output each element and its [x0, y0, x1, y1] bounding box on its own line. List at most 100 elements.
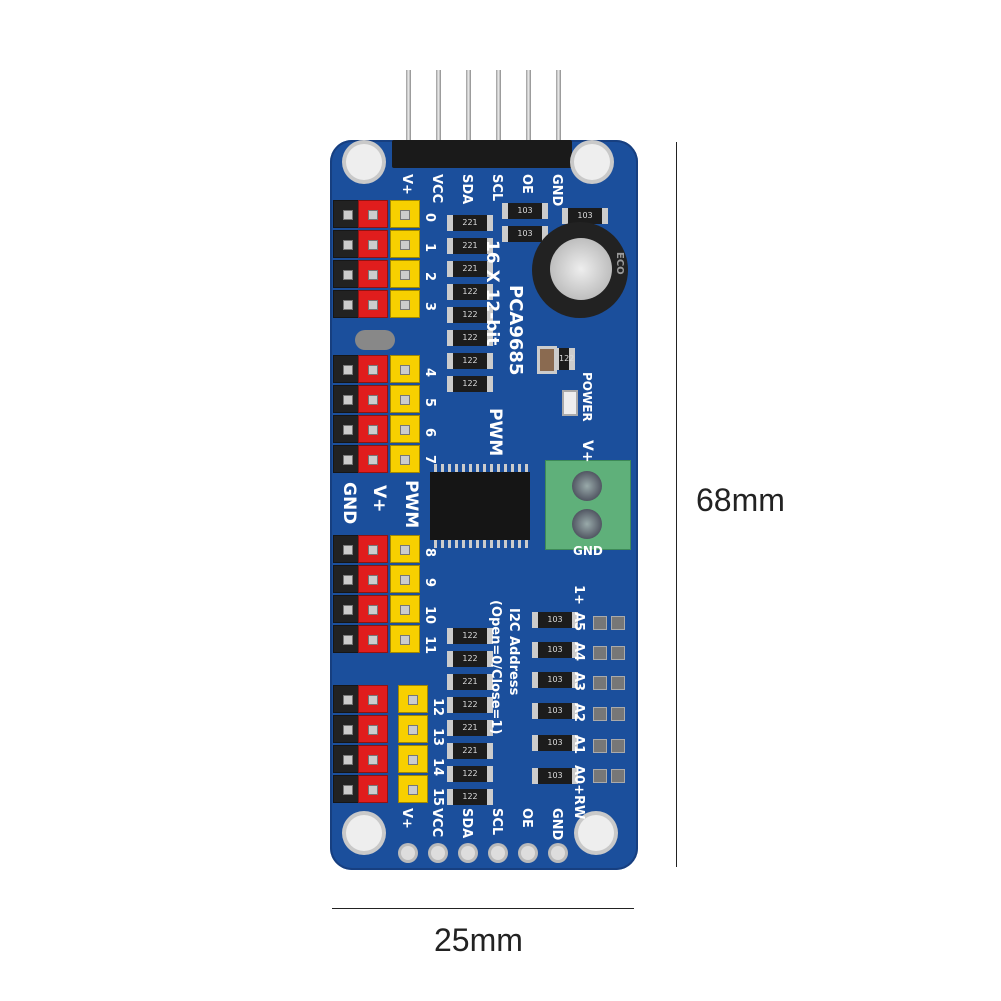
channel-number: 2: [422, 272, 437, 282]
servo-header-pwm-pin: [390, 200, 420, 228]
bottom-pin-label: VCC: [429, 808, 444, 838]
channel-number: 0: [422, 213, 437, 223]
i2c-address-hint: (Open=0/Close=1): [488, 600, 503, 735]
mounting-hole: [574, 144, 610, 180]
smd-resistor: 122: [447, 376, 493, 392]
capacitor-marking: ECO: [614, 252, 625, 275]
servo-header-vplus-pin: [358, 290, 388, 318]
top-pin-header: [392, 140, 572, 168]
chip-name-label: PCA9685: [505, 285, 526, 376]
smd-resistor: 122: [447, 628, 493, 644]
servo-header-pwm-pin: [390, 625, 420, 653]
power-led: [562, 390, 578, 416]
header-pin: [526, 70, 531, 150]
channel-number: 14: [430, 758, 445, 777]
chip-leg: [497, 540, 500, 548]
chip-leg: [511, 540, 514, 548]
address-label: A5: [571, 612, 586, 632]
width-dimension-label: 25mm: [434, 922, 523, 958]
terminal-vplus-label: V+: [579, 440, 595, 463]
header-pin: [466, 70, 471, 150]
header-pin: [406, 70, 411, 150]
terminal-gnd-label: GND: [573, 544, 603, 558]
address-label: 1+: [571, 585, 586, 605]
mounting-hole: [578, 815, 614, 851]
address-label: A3: [571, 672, 586, 692]
servo-header-vplus-pin: [358, 685, 388, 713]
pwm-label: PWM: [485, 408, 505, 457]
chip-leg: [455, 464, 458, 472]
address-solder-pad: [611, 739, 625, 753]
channel-number: 11: [422, 636, 437, 655]
address-solder-pad: [593, 646, 607, 660]
smd-resistor: 122: [447, 766, 493, 782]
smd-resistor: 103: [532, 735, 578, 751]
channel-number: 15: [430, 788, 445, 807]
column-label-pwm: PWM: [401, 480, 421, 529]
i2c-address-label: I2C Address: [506, 608, 521, 696]
servo-header-gnd-pin: [333, 355, 361, 383]
channel-number: 13: [430, 728, 445, 747]
chip-leg: [434, 540, 437, 548]
channel-number: 9: [422, 578, 437, 588]
chip-leg: [504, 540, 507, 548]
chip-leg: [511, 464, 514, 472]
bottom-pin-pad: [431, 846, 445, 860]
address-jumper-pad: [355, 330, 395, 350]
servo-header-gnd-pin: [333, 260, 361, 288]
servo-header-pwm-pin: [390, 355, 420, 383]
servo-header-gnd-pin: [333, 775, 361, 803]
servo-header-pwm-pin: [390, 565, 420, 593]
chip-leg: [497, 464, 500, 472]
channel-number: 7: [422, 455, 437, 465]
servo-header-vplus-pin: [358, 715, 388, 743]
address-solder-pad: [611, 676, 625, 690]
chip-leg: [518, 464, 521, 472]
chip-leg: [518, 540, 521, 548]
servo-header-vplus-pin: [358, 415, 388, 443]
servo-header-pwm-pin: [390, 445, 420, 473]
servo-header-gnd-pin: [333, 745, 361, 773]
header-pin: [436, 70, 441, 150]
smd-resistor: 122: [447, 307, 493, 323]
address-label: A0+RW: [571, 765, 586, 820]
servo-header-vplus-pin: [358, 595, 388, 623]
header-pin: [556, 70, 561, 150]
address-solder-pad: [611, 707, 625, 721]
power-terminal-block: [545, 460, 631, 550]
bottom-pin-label: SCL: [489, 808, 504, 836]
bottom-pin-pad: [461, 846, 475, 860]
channel-number: 3: [422, 302, 437, 312]
top-pin-label: GND: [549, 174, 564, 207]
screw-icon: [572, 509, 602, 539]
servo-header-vplus-pin: [358, 260, 388, 288]
height-dimension-label: 68mm: [696, 482, 785, 518]
smd-resistor: 221: [447, 720, 493, 736]
chip-leg: [469, 540, 472, 548]
bottom-pin-label: OE: [519, 808, 534, 828]
chip-leg: [434, 464, 437, 472]
top-pin-label: VCC: [429, 174, 444, 204]
chip-leg: [525, 464, 528, 472]
channel-number: 5: [422, 398, 437, 408]
chip-leg: [469, 464, 472, 472]
servo-header-pwm-pin: [390, 230, 420, 258]
servo-header-gnd-pin: [333, 535, 361, 563]
address-label: A1: [571, 735, 586, 755]
servo-header-vplus-pin: [358, 625, 388, 653]
servo-header-gnd-pin: [333, 715, 361, 743]
smd-resistor: 103: [532, 768, 578, 784]
servo-header-gnd-pin: [333, 625, 361, 653]
chip-leg: [490, 464, 493, 472]
channel-number: 12: [430, 698, 445, 717]
servo-header-gnd-pin: [333, 685, 361, 713]
smd-resistor: 103: [502, 226, 548, 242]
smd-resistor: 221: [447, 261, 493, 277]
chip-leg: [483, 464, 486, 472]
servo-header-vplus-pin: [358, 565, 388, 593]
bottom-pin-pad: [491, 846, 505, 860]
capacitor-top: [550, 238, 612, 300]
chip-leg: [504, 464, 507, 472]
servo-header-pwm-pin: [390, 290, 420, 318]
smd-resistor: 221: [447, 215, 493, 231]
